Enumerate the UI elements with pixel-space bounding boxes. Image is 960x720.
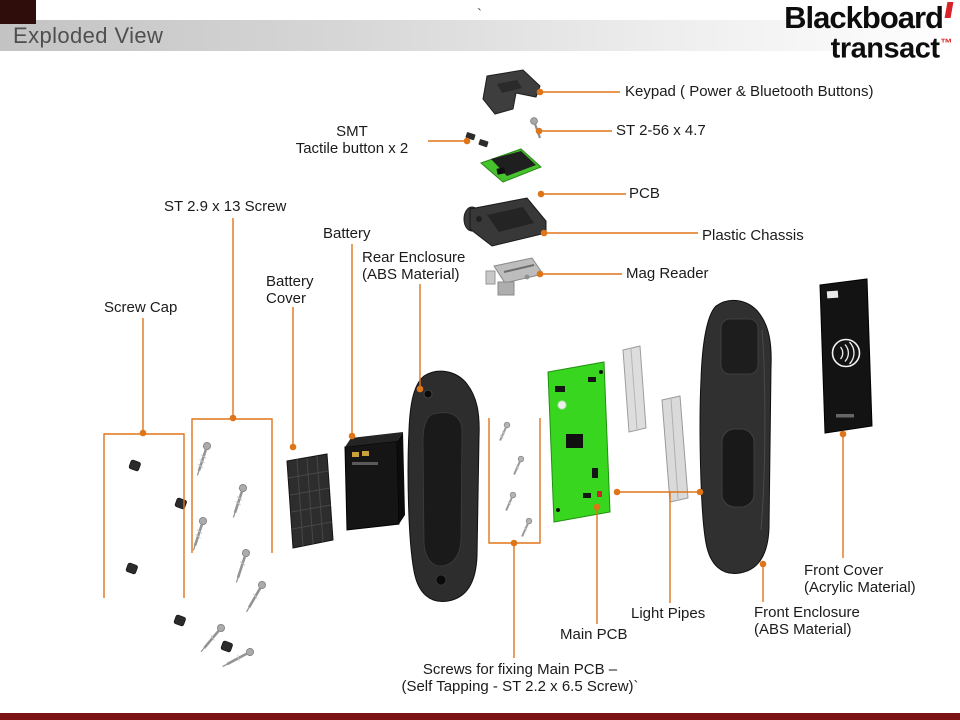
label-front-enclosure-line1: Front Enclosure [754, 604, 860, 621]
label-screws-fixing: Screws for fixing Main PCB – (Self Tappi… [330, 661, 710, 695]
label-screws-fixing-line1: Screws for fixing Main PCB – [422, 661, 618, 678]
label-rear-enclosure-line2: (ABS Material) [362, 265, 460, 283]
label-main-pcb: Main PCB [560, 626, 628, 643]
label-front-enclosure: Front Enclosure (ABS Material) [754, 604, 860, 638]
front-enclosure-part [699, 299, 772, 574]
main-pcb-screws-part [499, 421, 533, 537]
logo-blackboard-text: Blackboard [784, 0, 944, 35]
keypad-part [482, 69, 541, 115]
title-bar: Exploded View [0, 20, 960, 51]
plastic-chassis-part [463, 197, 547, 247]
label-smt-line1: SMT [336, 123, 368, 140]
leader-dots [139, 88, 847, 568]
label-mag-reader: Mag Reader [626, 265, 709, 282]
label-st-2-56-screw: ST 2-56 x 4.7 [616, 122, 706, 139]
label-keypad: Keypad ( Power & Bluetooth Buttons) [625, 83, 874, 100]
corner-accent-block [0, 0, 36, 24]
main-pcb-part [547, 361, 611, 523]
pcb-part [480, 148, 542, 183]
label-light-pipes: Light Pipes [631, 605, 706, 622]
label-screw-cap: Screw Cap [104, 299, 178, 316]
logo-transact-text: transact [830, 32, 940, 65]
footer-accent-bar [0, 713, 960, 720]
label-front-enclosure-line2: (ABS Material) [754, 620, 852, 638]
battery-part [344, 432, 405, 531]
label-battery-cover-line1: Battery [266, 273, 314, 290]
label-plastic-chassis: Plastic Chassis [702, 227, 804, 244]
page-title: Exploded View [13, 22, 164, 48]
label-battery-cover-line2: Cover [266, 289, 307, 307]
label-rear-enclosure-line1: Rear Enclosure [362, 249, 466, 266]
label-screws-fixing-line2: (Self Tapping - ST 2.2 x 6.5 Screw)` [401, 677, 639, 695]
screw-caps-part [125, 459, 233, 653]
stray-mark: ` [477, 6, 482, 23]
logo-line1: Blackboard [784, 0, 954, 35]
label-smt-buttons: SMT Tactile button x 2 [277, 123, 427, 157]
label-battery-cover: Battery Cover [266, 273, 314, 307]
logo-line2: transact™ [784, 29, 953, 65]
front-cover-part [819, 278, 873, 434]
label-pcb: PCB [629, 185, 660, 202]
label-front-cover-line2: (Acrylic Material) [804, 578, 916, 596]
label-front-cover: Front Cover (Acrylic Material) [804, 562, 916, 596]
battery-cover-part [286, 453, 334, 549]
label-front-cover-line1: Front Cover [804, 562, 884, 579]
label-st-2-9-13-screw: ST 2.9 x 13 Screw [164, 198, 287, 215]
light-pipes-part [622, 345, 689, 503]
rear-enclosure-part [407, 370, 480, 602]
label-rear-enclosure: Rear Enclosure (ABS Material) [362, 249, 466, 283]
contactless-waves-icon [831, 338, 861, 368]
logo-tm-mark: ™ [940, 36, 953, 50]
label-smt-line2: Tactile button x 2 [295, 139, 409, 157]
brand-logo: Blackboard transact™ [784, 0, 954, 65]
screws-part [192, 442, 266, 668]
mag-reader-part [485, 257, 544, 296]
label-battery: Battery [323, 225, 371, 242]
